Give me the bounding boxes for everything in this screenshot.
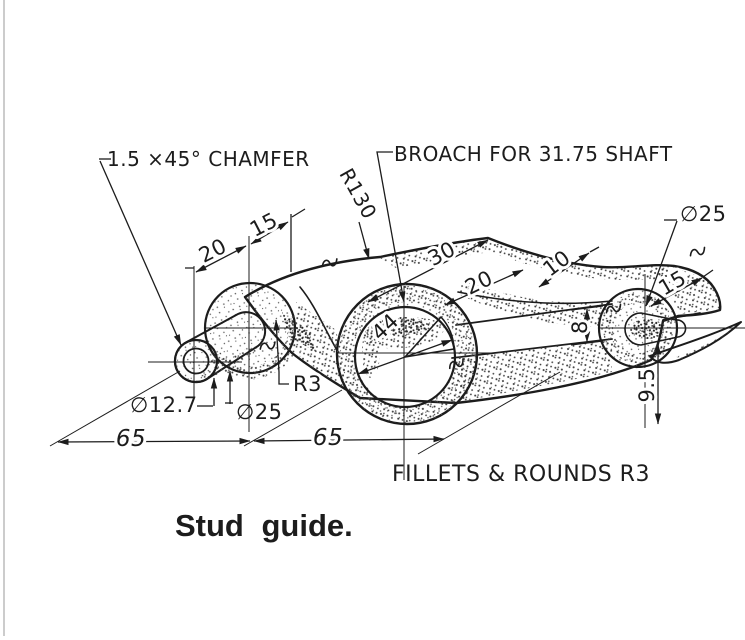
stud-end-face [173, 338, 219, 384]
stud-face-stipple [176, 341, 216, 381]
rib-shading [452, 339, 612, 402]
chamfer-note: 1.5 ×45° CHAMFER [107, 147, 310, 171]
fork-centerlines [598, 274, 745, 428]
plate-shading [296, 302, 350, 392]
dim10-line [538, 252, 590, 288]
dim15-right-line [650, 277, 703, 307]
broach-keyway-highlight [404, 316, 455, 358]
stud [148, 266, 267, 397]
ext-stud-axis [49, 370, 181, 447]
r3-leader [273, 319, 280, 373]
dim65-a-label: 65 [116, 426, 146, 452]
dim20-left-line [195, 245, 247, 273]
dim15-left-line [250, 221, 289, 245]
fillet-squiggle-top-right [689, 246, 706, 257]
r130-label: R130 [335, 164, 382, 223]
dim9-5-label: 9.5 [635, 368, 659, 403]
broach-note: BROACH FOR 31.75 SHAFT [394, 142, 673, 166]
dim20-left-label: 20 [195, 234, 231, 268]
dia25-bottom-label: ∅25 [236, 400, 283, 424]
dim8-ticks [570, 305, 604, 346]
mouth-top-edge [662, 312, 701, 321]
boss-centerlines [206, 236, 298, 432]
ext-lines-left [185, 208, 306, 272]
fork-hole-slot [624, 312, 687, 346]
dim30-line [367, 239, 489, 303]
dim20-mid-line [444, 269, 524, 306]
fillet-squiggle-fork [605, 303, 622, 314]
lower-prong-shading [676, 324, 739, 359]
fillet-squiggle-plate [321, 258, 338, 268]
dim65-a-line [57, 437, 251, 446]
dimensions [49, 151, 714, 455]
fillets-note: FILLETS & ROUNDS R3 [392, 462, 650, 487]
dia25-top-label: ∅25 [680, 202, 727, 226]
bore-circle [353, 305, 457, 409]
dim10-label: 10 [538, 245, 575, 281]
dim15-left-label: 15 [246, 208, 282, 242]
r3-label: R3 [293, 372, 322, 396]
dia12-7-label: ∅12.7 [130, 393, 198, 417]
stud-centerlines [148, 266, 242, 397]
fillet-squiggle-boss [259, 341, 276, 350]
chamfer-circle [182, 347, 210, 375]
dim8-label: 8 [568, 320, 592, 334]
center-ring [335, 282, 492, 480]
broach-leader [376, 151, 406, 303]
dim44-line [357, 339, 453, 375]
chamfer-leader [99, 160, 182, 346]
figure-caption: Stud guide. [175, 508, 353, 543]
r130-leader [358, 221, 370, 260]
bore-shadow-dark [371, 317, 429, 335]
fork-hole-dark [630, 319, 664, 339]
dim65-b-line [253, 435, 445, 445]
dim65-b-label: 65 [313, 425, 343, 451]
top-edge-shading [380, 239, 674, 281]
